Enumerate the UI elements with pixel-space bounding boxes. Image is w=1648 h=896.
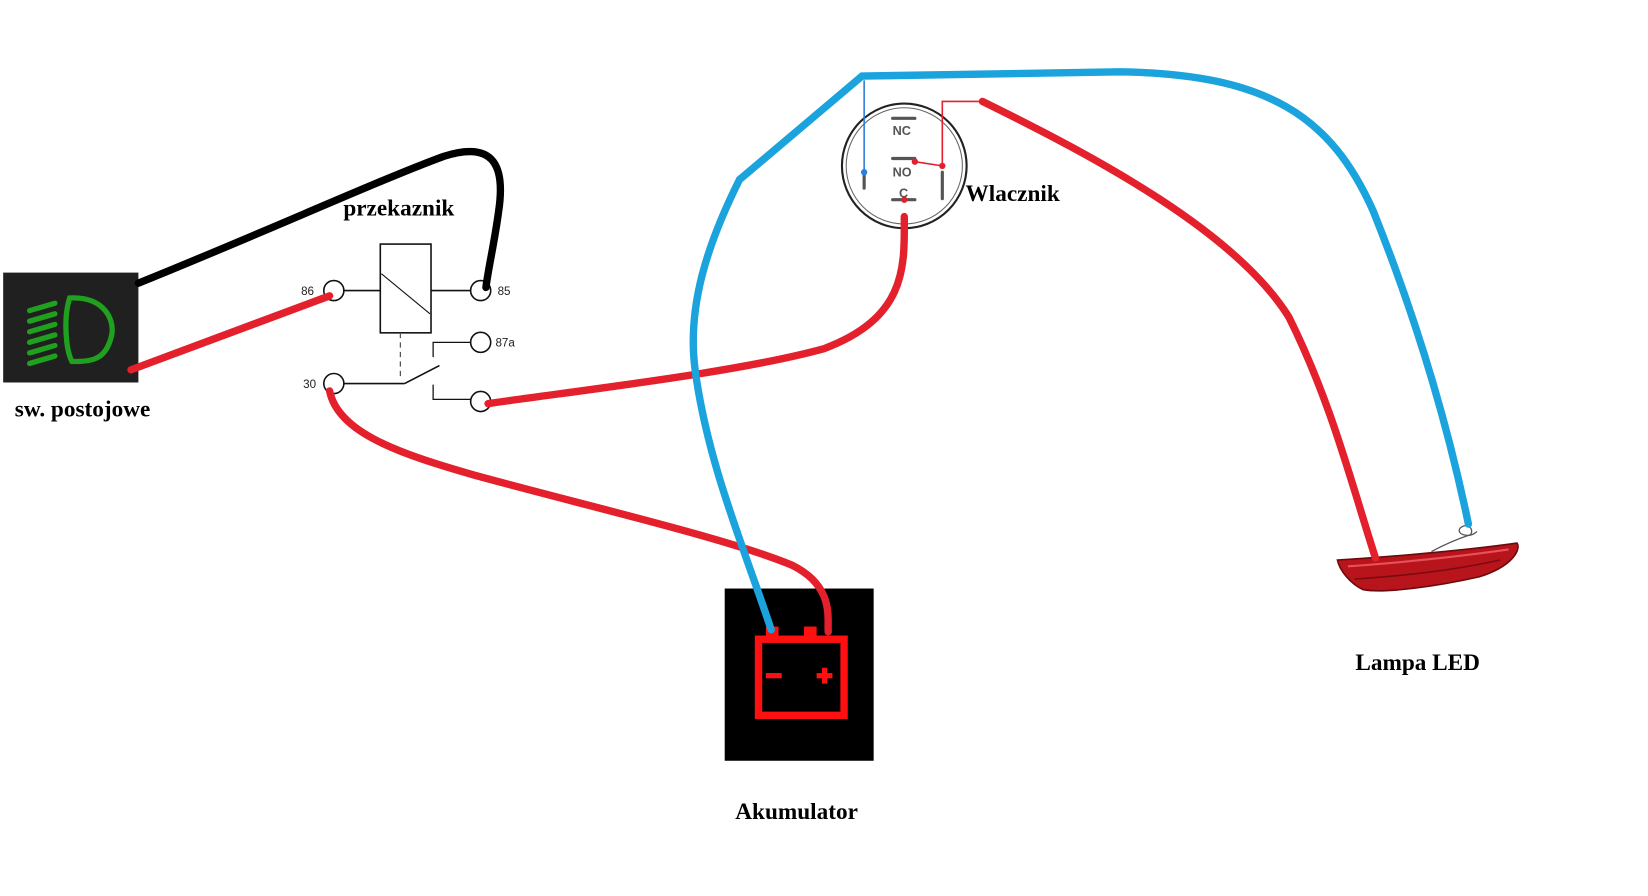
- parking-light-component: sw. postojowe: [3, 272, 151, 422]
- wire-black-parking-to-85: [134, 147, 505, 292]
- wire-red-30-to-battery-plus: [325, 387, 832, 636]
- parking-light-icon-background: [3, 272, 139, 383]
- parking-light-label: sw. postojowe: [15, 396, 151, 422]
- wire-blue-battery-minus-to-lamp: [689, 68, 1473, 634]
- switch-c-joint: [901, 196, 908, 203]
- relay-pin-85-label: 85: [498, 285, 511, 298]
- led-lamp-component: Lampa LED: [1336, 525, 1519, 676]
- battery-component: Akumulator: [724, 588, 874, 825]
- switch-label: Wlacznik: [966, 181, 1060, 207]
- relay-wire-87a: [432, 341, 472, 358]
- battery-label: Akumulator: [735, 799, 858, 825]
- relay-switch-blade: [404, 364, 440, 385]
- battery-minus-icon: [765, 673, 782, 679]
- relay-pin-30-label: 30: [303, 378, 316, 391]
- relay-coil: [379, 243, 432, 334]
- relay-pin-87a-label: 87a: [495, 337, 515, 350]
- wire-red-87-to-switch-c: [484, 212, 909, 408]
- switch-component: NC NO C Wlacznik: [840, 80, 1060, 230]
- led-lamp-label: Lampa LED: [1355, 650, 1480, 676]
- switch-negative-joint: [860, 169, 868, 176]
- switch-no-label: NO: [893, 165, 912, 179]
- switch-internal-positive-wire: [914, 100, 983, 167]
- relay-wire-87: [432, 384, 472, 401]
- parking-light-icon: [26, 295, 115, 367]
- relay-pin-87a: [469, 331, 492, 354]
- relay-pin-86-label: 86: [301, 285, 314, 298]
- switch-nc-label: NC: [893, 124, 911, 138]
- led-lamp-image: [1336, 525, 1519, 592]
- switch-led-joint: [939, 162, 946, 170]
- switch-c-label: C: [899, 187, 908, 201]
- switch-no-joint: [911, 158, 919, 165]
- battery-icon-background: [724, 588, 874, 761]
- relay-label: przekaznik: [343, 196, 454, 222]
- wires: [127, 68, 1473, 636]
- wire-red-parking-to-86: [127, 292, 334, 374]
- relay-component: przekaznik 86 85 87a 30: [301, 196, 515, 413]
- relay-coil-diagonal: [381, 273, 431, 315]
- wire-red-switch-to-lamp: [978, 97, 1380, 562]
